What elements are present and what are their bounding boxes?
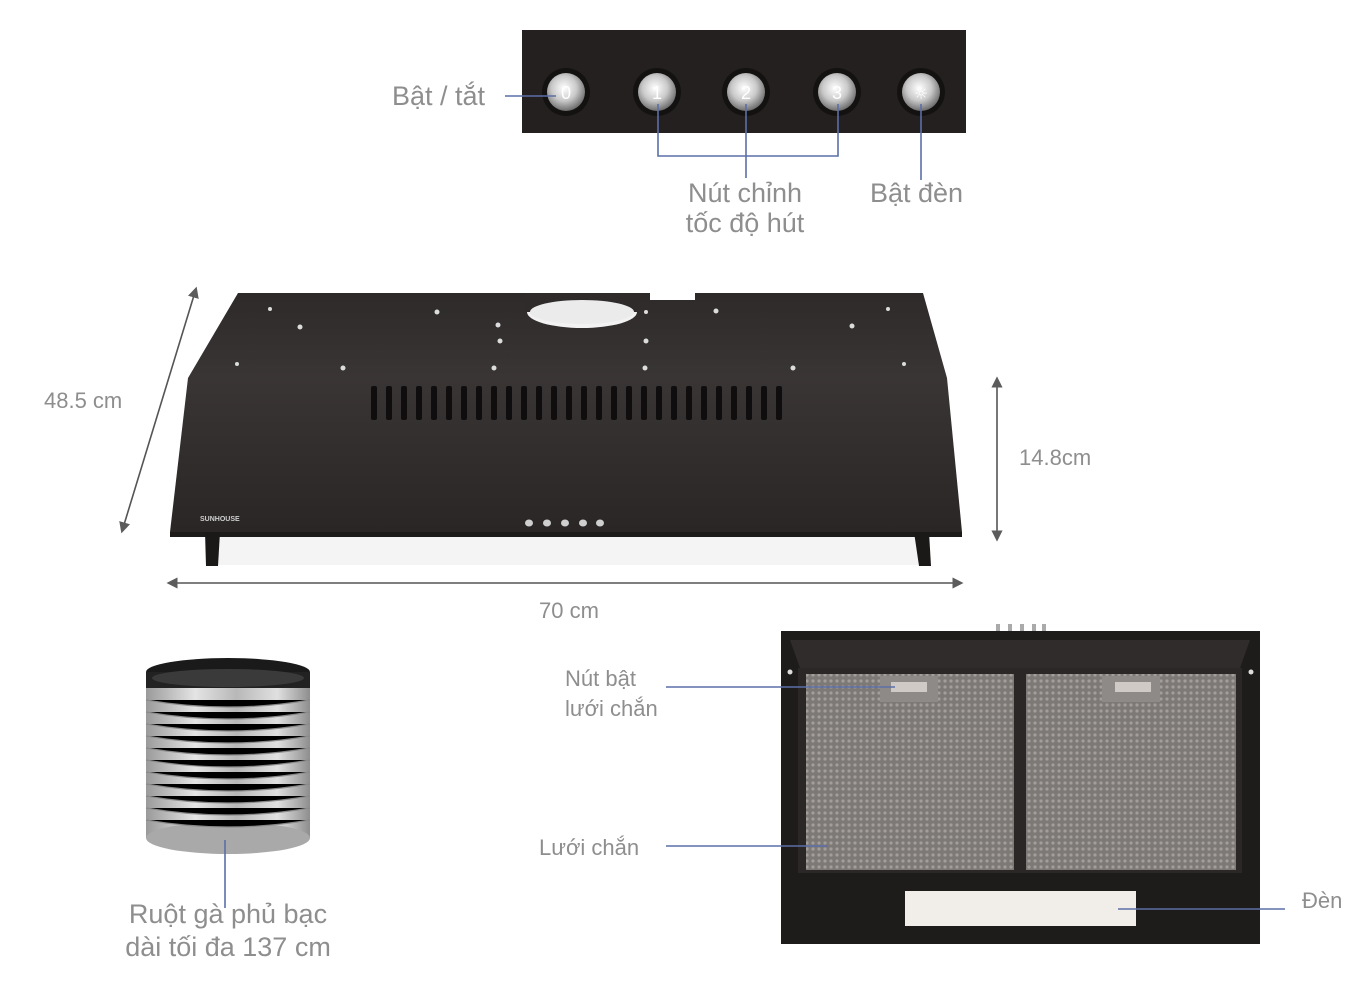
knob-speed-3-glyph: 3 [832, 83, 842, 103]
knob-speed-3: 3 [813, 68, 861, 116]
label-depth: 48.5 cm [44, 388, 123, 413]
label-filter-button: Nút bật lưới chắn [565, 664, 658, 724]
bottom-leader-lines [666, 686, 1285, 910]
hood-bottom-view [781, 624, 1260, 944]
dimension-lines [119, 286, 1003, 589]
duct-ribs [145, 699, 311, 828]
knob-speed-2: 2 [722, 68, 770, 116]
knob-light: ☼ [897, 68, 945, 116]
knob-speed-1: 1 [633, 68, 681, 116]
filter-right [1026, 674, 1236, 870]
knob-light-glyph: ☼ [914, 84, 928, 103]
front-buttons [525, 519, 604, 527]
hood-top [188, 293, 947, 378]
label-filter-button-line2: lưới chắn [565, 696, 658, 721]
lamp-panel [905, 891, 1136, 926]
depth-dimension-line [119, 286, 199, 534]
knob-power-glyph: 0 [561, 83, 571, 103]
control-leader-lines [505, 95, 922, 180]
label-duct-line2: dài tối đa 137 cm [125, 932, 331, 962]
label-speed-line1: Nút chỉnh [687, 178, 803, 208]
label-duct-line1: Ruột gà phủ bạc [128, 899, 328, 929]
label-width: 70 cm [539, 598, 599, 623]
range-hood: SUNHOUSE [170, 293, 962, 566]
mounting-holes [235, 307, 906, 371]
vent-slots [371, 386, 782, 420]
label-power: Bật / tắt [392, 81, 486, 111]
label-height: 14.8cm [1019, 445, 1092, 470]
label-lamp: Đèn [1302, 888, 1343, 913]
speed-bracket-line [657, 104, 839, 157]
filter-left [806, 674, 1014, 870]
knob-speed-1-glyph: 1 [652, 83, 662, 103]
label-speed-line2: tốc độ hút [685, 208, 805, 238]
label-duct: Ruột gà phủ bạc dài tối đa 137 cm [98, 898, 358, 964]
brand-logo: SUNHOUSE [200, 516, 240, 523]
label-filter: Lưới chắn [539, 835, 640, 860]
flexible-duct [145, 658, 311, 854]
label-light-on: Bật đèn [870, 178, 964, 208]
knob-speed-2-glyph: 2 [741, 83, 751, 103]
control-panel: 0 1 2 3 ☼ [522, 30, 966, 133]
knob-power: 0 [542, 68, 590, 116]
label-filter-button-line1: Nút bật [565, 666, 636, 691]
label-speed: Nút chỉnh tốc độ hút [665, 178, 825, 238]
